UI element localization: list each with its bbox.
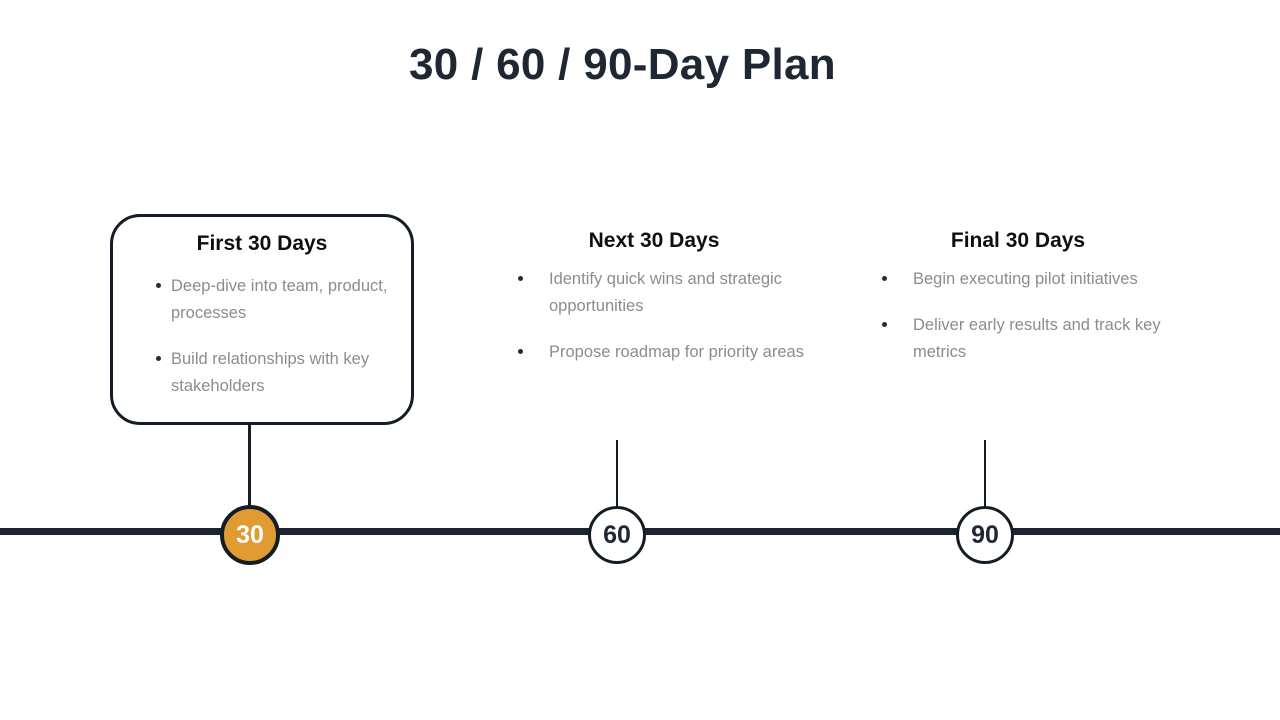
phase-bullet-list-final-30-days: Begin executing pilot initiatives Delive… (868, 266, 1168, 366)
phase-bullet-list-first-30-days: Deep-dive into team, product, processes … (129, 273, 395, 400)
connector-stem-60 (616, 440, 618, 512)
list-item-text: Deliver early results and track key metr… (913, 316, 1161, 362)
phase-heading-next-30-days: Next 30 Days (588, 229, 720, 252)
bullet-dot-icon (156, 356, 161, 362)
list-item-text: Identify quick wins and strategic opport… (549, 270, 782, 316)
bullet-dot-icon (518, 349, 523, 355)
milestone-marker-60[interactable]: 60 (588, 506, 646, 564)
list-item-text: Begin executing pilot initiatives (913, 270, 1138, 289)
bullet-dot-icon (882, 322, 887, 328)
phase-heading-first-30-days: First 30 Days (196, 232, 328, 255)
bullet-dot-icon (518, 276, 523, 282)
milestone-marker-30[interactable]: 30 (220, 505, 280, 565)
list-item: Build relationships with key stakeholder… (129, 346, 395, 400)
list-item: Deliver early results and track key metr… (868, 312, 1168, 366)
list-item-text: Propose roadmap for priority areas (549, 343, 804, 362)
connector-stem-90 (984, 440, 986, 512)
connector-stem-30 (248, 423, 251, 513)
phase-card-first-30-days[interactable]: First 30 Days Deep-dive into team, produ… (110, 214, 414, 425)
phase-heading-final-30-days: Final 30 Days (950, 229, 1086, 252)
page-title: 30 / 60 / 90-Day Plan (409, 40, 836, 89)
list-item-text: Deep-dive into team, product, processes (171, 277, 388, 323)
bullet-dot-icon (156, 283, 161, 289)
phase-card-next-30-days[interactable]: Next 30 Days Identify quick wins and str… (504, 228, 804, 366)
list-item: Deep-dive into team, product, processes (129, 273, 395, 327)
bullet-dot-icon (882, 276, 887, 282)
list-item: Begin executing pilot initiatives (868, 266, 1168, 293)
list-item: Identify quick wins and strategic opport… (504, 266, 804, 320)
milestone-marker-90[interactable]: 90 (956, 506, 1014, 564)
list-item-text: Build relationships with key stakeholder… (171, 350, 370, 395)
list-item: Propose roadmap for priority areas (504, 339, 804, 366)
phase-bullet-list-next-30-days: Identify quick wins and strategic opport… (504, 266, 804, 366)
phase-card-final-30-days[interactable]: Final 30 Days Begin executing pilot init… (868, 228, 1168, 366)
